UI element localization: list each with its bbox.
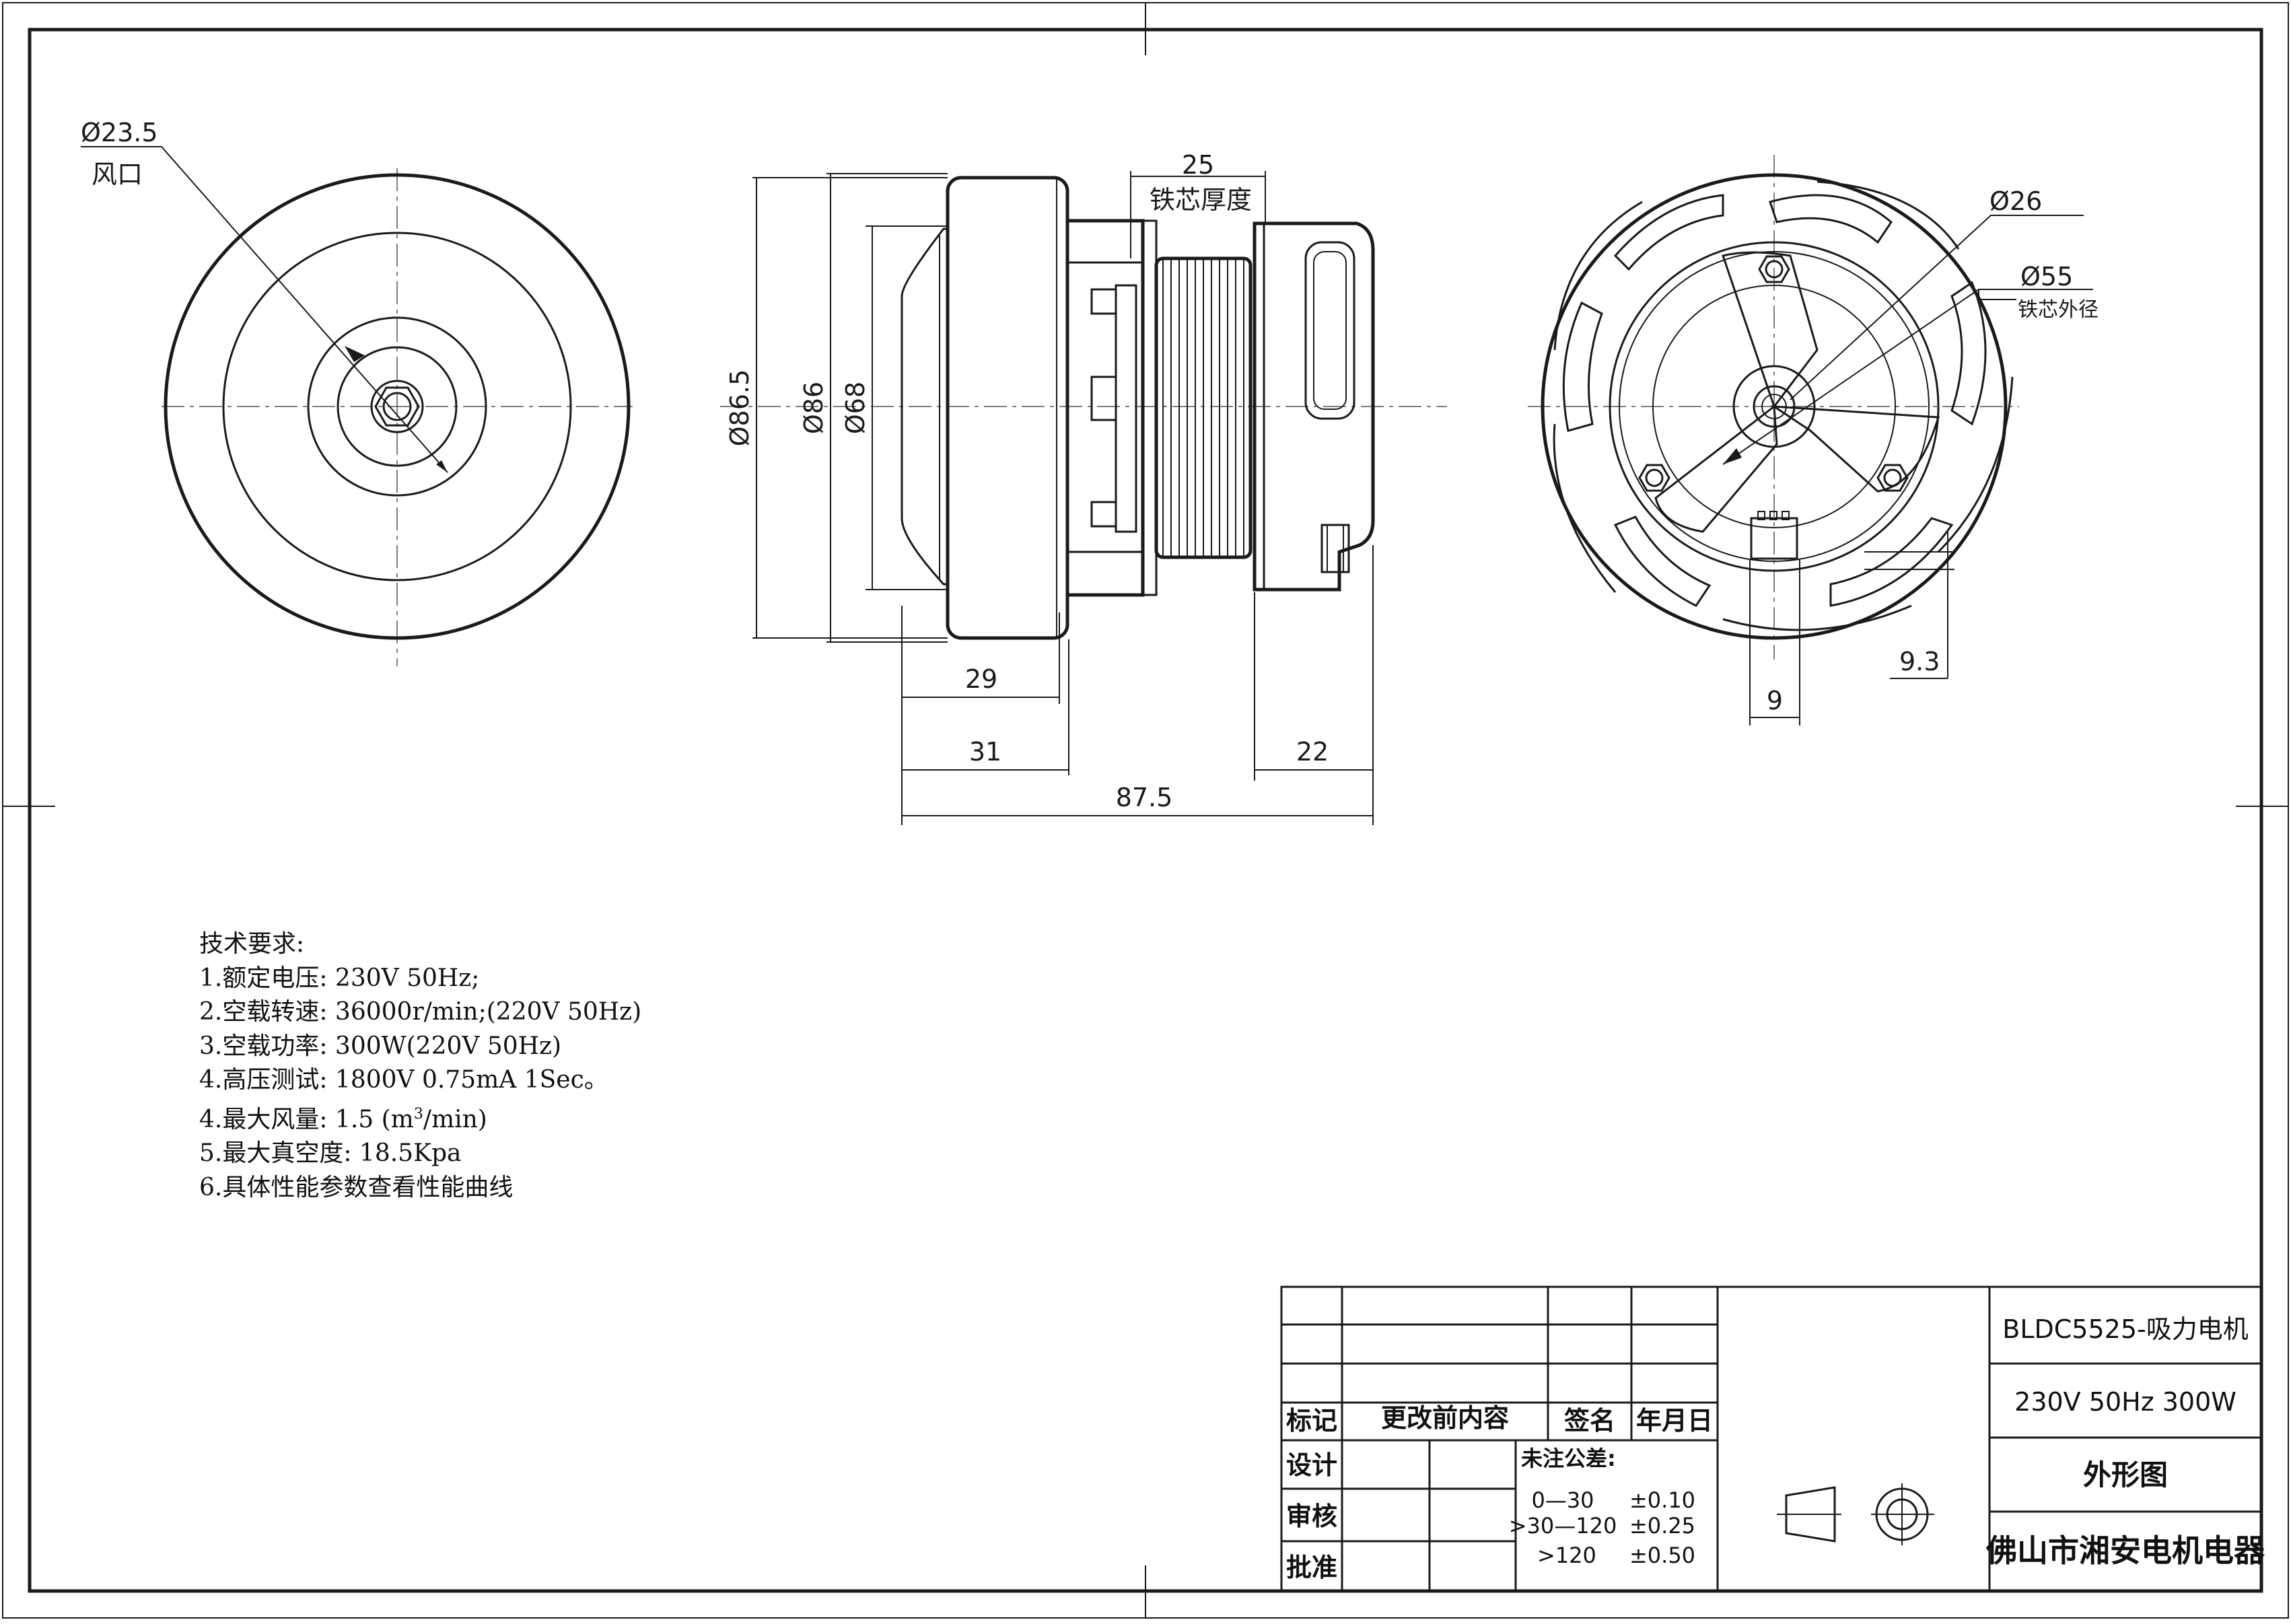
centering-marks xyxy=(3,3,2288,1618)
dim-9-3: 9.3 xyxy=(1899,647,1940,676)
design-label: 设计 xyxy=(1286,1450,1337,1480)
front-note-label: 风口 xyxy=(92,160,143,189)
approve-label: 批准 xyxy=(1286,1553,1337,1582)
rev-mark-label: 标记 xyxy=(1286,1406,1337,1436)
tol-value-2: ±0.25 xyxy=(1629,1513,1695,1539)
model-name: BLDC5525-吸力电机 xyxy=(2002,1314,2248,1344)
tech-item-airflow: 4.最大风量: 1.5 (m3/min) xyxy=(199,1098,641,1137)
projection-symbol xyxy=(1777,1483,1934,1545)
company-name: 佛山市湘安电机电器 xyxy=(1985,1532,2265,1569)
tol-value-1: ±0.10 xyxy=(1629,1487,1695,1513)
tech-heading: 技术要求: xyxy=(199,930,305,958)
mount-nuts xyxy=(1638,255,1909,492)
airflow-suffix: /min) xyxy=(423,1105,487,1133)
tol-range-1: 0—30 xyxy=(1531,1487,1594,1513)
title-block: 标记 更改前内容 签名 年月日 设计 审核 批准 未注公差: 0—30 ±0.1… xyxy=(1280,1285,2265,1592)
rev-content-label: 更改前内容 xyxy=(1381,1403,1509,1433)
tol-range-2: >30—120 xyxy=(1509,1513,1617,1539)
airflow-sup: 3 xyxy=(413,1105,423,1123)
dim-26: Ø26 xyxy=(1989,186,2042,216)
airflow-prefix: 4.最大风量: 1.5 (m xyxy=(199,1105,414,1133)
tech-item-2: 2.空载转速: 36000r/min;(220V 50Hz) xyxy=(199,998,642,1026)
dim-9: 9 xyxy=(1767,686,1783,715)
review-label: 审核 xyxy=(1286,1502,1337,1531)
rear-view: Ø26 Ø55 铁芯外径 9.3 9 xyxy=(1528,155,2099,726)
fan-blades xyxy=(1553,180,2014,631)
dim-55: Ø55 xyxy=(2020,262,2073,291)
rev-date-label: 年月日 xyxy=(1636,1406,1713,1436)
dim-31: 31 xyxy=(969,737,1001,767)
dim-68: Ø68 xyxy=(841,382,870,434)
dim-22: 22 xyxy=(1296,737,1329,767)
tol-value-3: ±0.50 xyxy=(1629,1543,1695,1568)
tech-requirements: 技术要求: 1.额定电压: 230V 50Hz; 2.空载转速: 36000r/… xyxy=(199,927,641,1205)
tech-item-6: 6.具体性能参数查看性能曲线 xyxy=(199,1173,514,1201)
core-laminations xyxy=(1162,258,1244,557)
side-view: Ø86.5 Ø86 Ø68 25 铁芯厚度 29 31 22 87.5 xyxy=(720,150,1447,825)
dim-86-5: Ø86.5 xyxy=(725,369,754,447)
tech-item-3: 3.空载功率: 300W(220V 50Hz) xyxy=(199,1032,562,1060)
dim-total: 87.5 xyxy=(1116,783,1173,812)
tech-item-1: 1.额定电压: 230V 50Hz; xyxy=(199,964,480,992)
tolerance-title: 未注公差: xyxy=(1521,1446,1616,1471)
core-thickness-label: 铁芯厚度 xyxy=(1150,185,1252,215)
front-dia-label: Ø23.5 xyxy=(81,118,158,147)
rev-sign-label: 签名 xyxy=(1564,1406,1615,1436)
rating: 230V 50Hz 300W xyxy=(2014,1387,2236,1417)
tech-item-4: 4.高压测试: 1800V 0.75mA 1Sec。 xyxy=(199,1066,608,1094)
dim-29: 29 xyxy=(965,664,997,694)
tol-range-3: >120 xyxy=(1537,1543,1596,1568)
front-view: Ø23.5 风口 xyxy=(81,118,633,666)
dim-86: Ø86 xyxy=(799,382,829,434)
dim-core-thickness: 25 xyxy=(1182,150,1214,180)
core-od-label: 铁芯外径 xyxy=(2018,298,2099,322)
drawing-name: 外形图 xyxy=(2083,1458,2168,1491)
tech-item-5: 5.最大真空度: 18.5Kpa xyxy=(199,1139,462,1167)
